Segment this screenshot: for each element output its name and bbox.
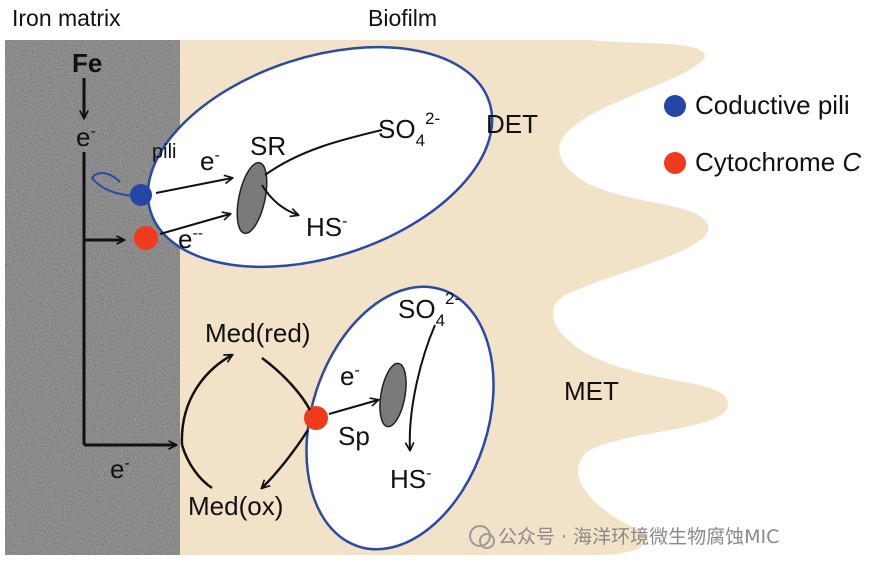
- hs-label-met: HS-: [390, 464, 431, 494]
- pili-strand: [90, 172, 141, 197]
- sulfate-reduction-arrow-det: [264, 129, 383, 176]
- electron-iron-label: e-: [76, 122, 96, 152]
- cytochrome-dot-det: [134, 226, 158, 250]
- det-cell: [146, 45, 494, 269]
- sulfide-arrow-det: [261, 184, 298, 215]
- mediator-return-arrow: [262, 429, 310, 488]
- iron-matrix: [5, 40, 180, 555]
- legend-pili-label: Coductive pili: [695, 90, 850, 120]
- so4-label-met: SO42-: [398, 289, 460, 330]
- legend-cytochrome-dot: [664, 152, 686, 174]
- med-red-label: Med(red): [205, 318, 310, 348]
- wechat-icon-inner: [479, 533, 495, 549]
- det-electron-label-2: e--: [178, 224, 203, 254]
- met-electron-arrow: [328, 400, 378, 415]
- fe-label: Fe: [72, 48, 102, 78]
- conductive-pili-dot: [130, 184, 152, 206]
- sr-label: SR: [250, 131, 286, 161]
- med-ox-label: Med(ox): [188, 491, 283, 521]
- det-electron-label-1: e-: [200, 146, 220, 176]
- biofilm-header: Biofilm: [368, 5, 437, 31]
- sr-enzyme: [236, 161, 268, 235]
- sp-label: Sp: [338, 421, 370, 451]
- pili-electron-arrow: [155, 178, 232, 194]
- det-label: DET: [486, 109, 538, 139]
- met-electron-label: e-: [340, 361, 360, 391]
- mediator-reduction-arrow-2: [180, 444, 213, 490]
- watermark-text: 公众号 · 海洋环境微生物腐蚀MIC: [498, 526, 779, 548]
- iron-matrix-header: Iron matrix: [12, 5, 121, 31]
- sp-enzyme: [379, 362, 407, 428]
- pili-label: pili: [152, 141, 176, 163]
- electron-mediator-label: e-: [110, 454, 130, 484]
- sulfate-reduction-arrow-met: [410, 324, 436, 450]
- hs-label-det: HS-: [306, 212, 347, 242]
- cytochrome-dot-met: [304, 406, 328, 430]
- mediator-reduction-arrow: [180, 355, 232, 446]
- met-cell: [305, 285, 495, 551]
- legend-cytochrome-label: Cytochrome C: [695, 147, 861, 177]
- wechat-icon: [469, 525, 491, 547]
- met-label: MET: [564, 376, 619, 406]
- cytochrome-electron-arrow: [159, 214, 230, 235]
- so4-label-det: SO42-: [378, 109, 440, 150]
- legend-pili-dot: [664, 95, 686, 117]
- mediator-oxidation-arrow: [261, 356, 312, 411]
- watermark: 公众号 · 海洋环境微生物腐蚀MIC: [469, 525, 779, 549]
